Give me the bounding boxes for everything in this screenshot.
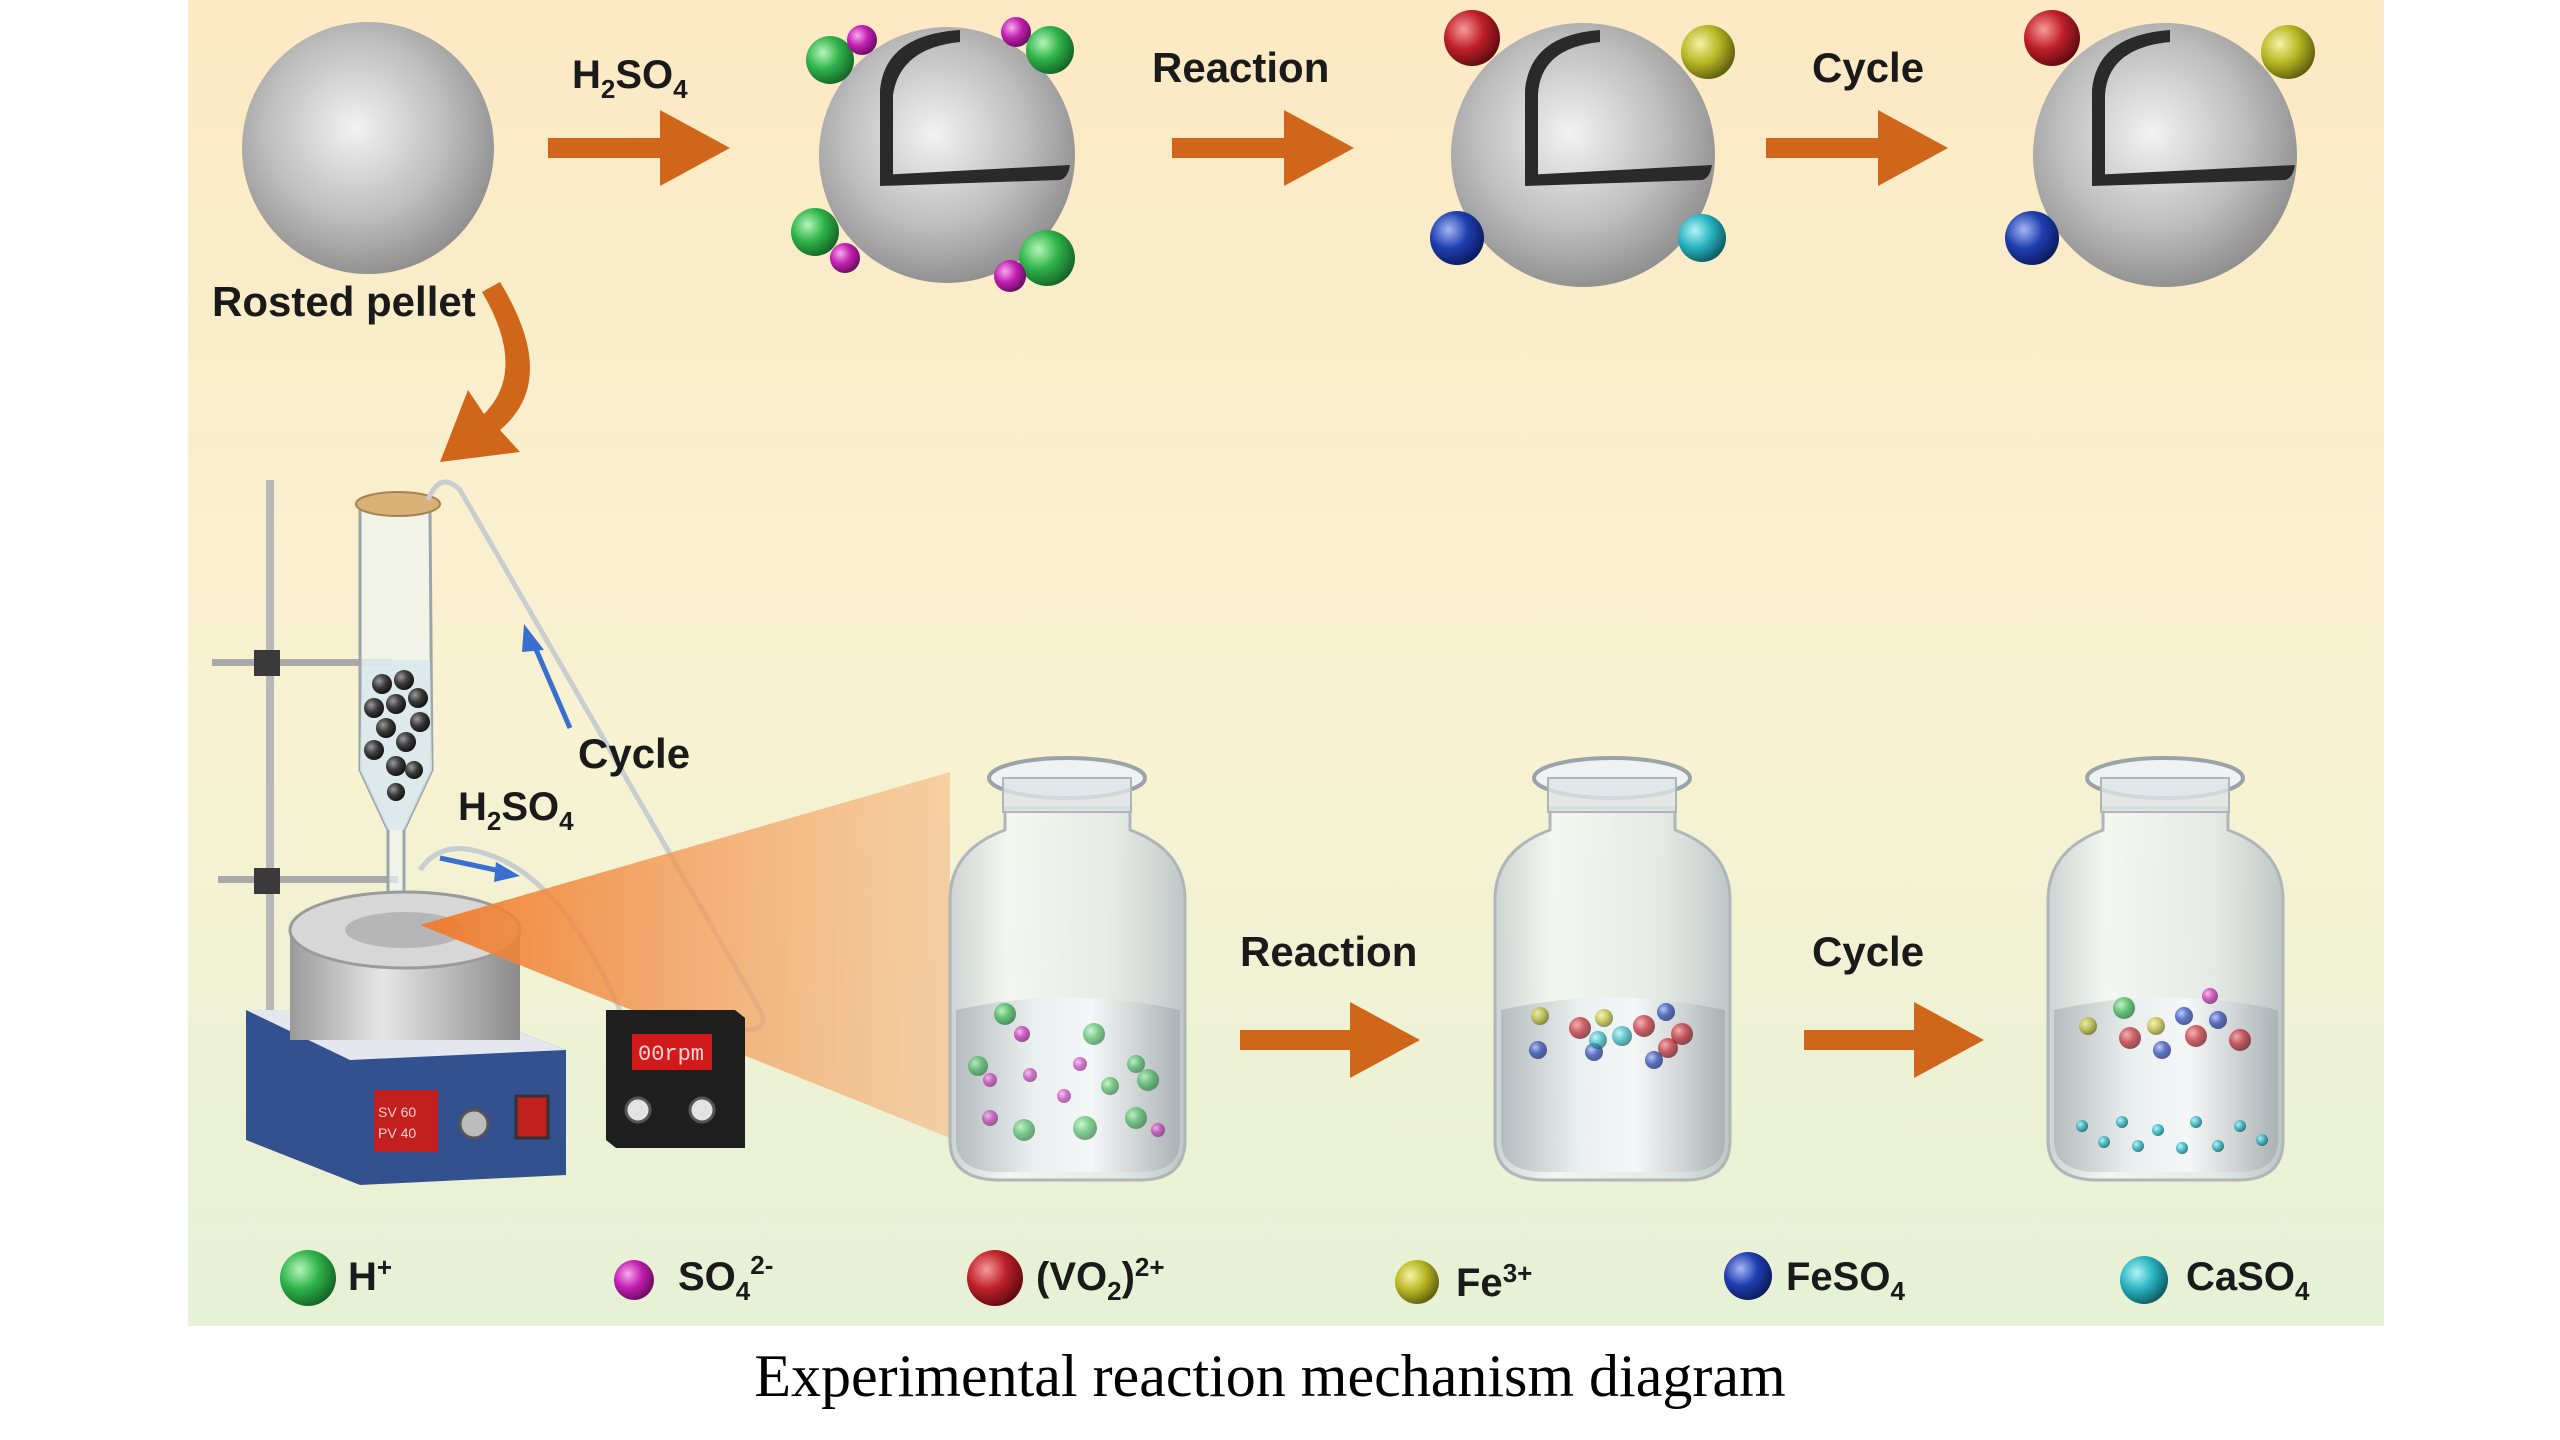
clamp-lower — [254, 868, 280, 894]
legend: H+ SO42- (VO2)2+ Fe3+ FeSO4 CaSO4 — [280, 1250, 2310, 1306]
leaching-apparatus: Cycle H2SO4 SV 60 PV 40 00rpm — [212, 479, 950, 1185]
clamp-upper — [254, 650, 280, 676]
svg-text:H+: H+ — [348, 1252, 392, 1299]
legend-item-h-plus: H+ — [280, 1250, 392, 1306]
top-arrow-1 — [548, 110, 730, 186]
cutaway-pellet-acid — [791, 17, 1075, 292]
stand-rod — [266, 480, 274, 1040]
clamp-arm-lower — [218, 876, 398, 883]
top-cycle-label: Cycle — [1812, 44, 1924, 91]
h-plus-particle — [806, 36, 854, 84]
figure-caption: Experimental reaction mechanism diagram — [754, 1343, 1785, 1409]
so4-particle — [830, 243, 860, 273]
stirrer-knob-left[interactable] — [624, 1096, 652, 1124]
flow-arrow-right — [439, 855, 520, 882]
stirrer-controller: 00rpm — [606, 1010, 745, 1148]
bottom-reaction-label: Reaction — [1240, 928, 1417, 975]
bottom-arrow-1 — [1240, 1002, 1420, 1078]
so4-particle — [1001, 17, 1031, 47]
h-plus-particle — [1019, 230, 1075, 286]
so4-particle — [847, 25, 877, 55]
legend-item-caso4: CaSO4 — [2120, 1255, 2310, 1306]
clamp-arm-upper — [212, 659, 392, 666]
h-plus-particle — [1026, 26, 1074, 74]
h-plus-particle — [791, 208, 839, 256]
svg-text:Fe3+: Fe3+ — [1456, 1258, 1532, 1305]
feso4-particle — [1430, 211, 1484, 265]
curved-arrow-down — [440, 282, 530, 462]
jar-solution-reacted — [1493, 756, 1732, 1182]
top-row: Rosted pellet H2SO4 Reaction — [212, 10, 2315, 325]
svg-text:CaSO4: CaSO4 — [2186, 1255, 2310, 1306]
svg-text:SO42-: SO42- — [678, 1250, 773, 1306]
fe3-particle — [2261, 25, 2315, 79]
legend-item-feso4: FeSO4 — [1724, 1252, 1905, 1306]
top-acid-label: H2SO4 — [572, 53, 688, 104]
top-arrow-2 — [1172, 110, 1354, 186]
vo2-particle — [2024, 10, 2080, 66]
legend-item-so4: SO42- — [614, 1250, 773, 1306]
jar-solution-cycled — [2046, 756, 2285, 1182]
heater-pv-readout: PV 40 — [378, 1125, 416, 1141]
cutaway-pellet-reacted — [1430, 10, 1735, 287]
apparatus-cycle-label: Cycle — [578, 730, 690, 777]
apparatus-acid-label: H2SO4 — [458, 785, 574, 836]
svg-text:(VO2)2+: (VO2)2+ — [1036, 1252, 1165, 1306]
rpm-readout: 00rpm — [638, 1042, 704, 1067]
heater-display — [374, 1090, 438, 1152]
heater-switch[interactable] — [514, 1094, 550, 1140]
bottom-cycle-label: Cycle — [1812, 928, 1924, 975]
legend-item-vo2: (VO2)2+ — [967, 1250, 1165, 1306]
flow-arrow-up — [522, 624, 573, 729]
pellet-label: Rosted pellet — [212, 278, 476, 325]
svg-text:FeSO4: FeSO4 — [1786, 1255, 1905, 1306]
fe3-particle — [1681, 25, 1735, 79]
vo2-particle — [1444, 10, 1500, 66]
heater-sv-readout: SV 60 — [378, 1104, 416, 1120]
pellet-bed — [364, 670, 430, 801]
jar-solution-acid — [948, 756, 1187, 1182]
zoom-beam — [420, 772, 950, 1138]
caso4-particle — [1678, 214, 1726, 262]
stirrer-knob-right[interactable] — [688, 1096, 716, 1124]
bottom-arrow-2 — [1804, 1002, 1984, 1078]
top-reaction-label: Reaction — [1152, 44, 1329, 91]
rpm-display — [632, 1034, 712, 1070]
cutaway-pellet-cycled — [2005, 10, 2315, 287]
so4-particle — [994, 260, 1026, 292]
heater-knob[interactable] — [458, 1108, 490, 1140]
legend-item-fe3: Fe3+ — [1395, 1258, 1532, 1305]
feso4-particle — [2005, 211, 2059, 265]
top-arrow-3 — [1766, 110, 1948, 186]
column-stopper — [355, 491, 441, 517]
roasted-pellet — [242, 22, 494, 274]
